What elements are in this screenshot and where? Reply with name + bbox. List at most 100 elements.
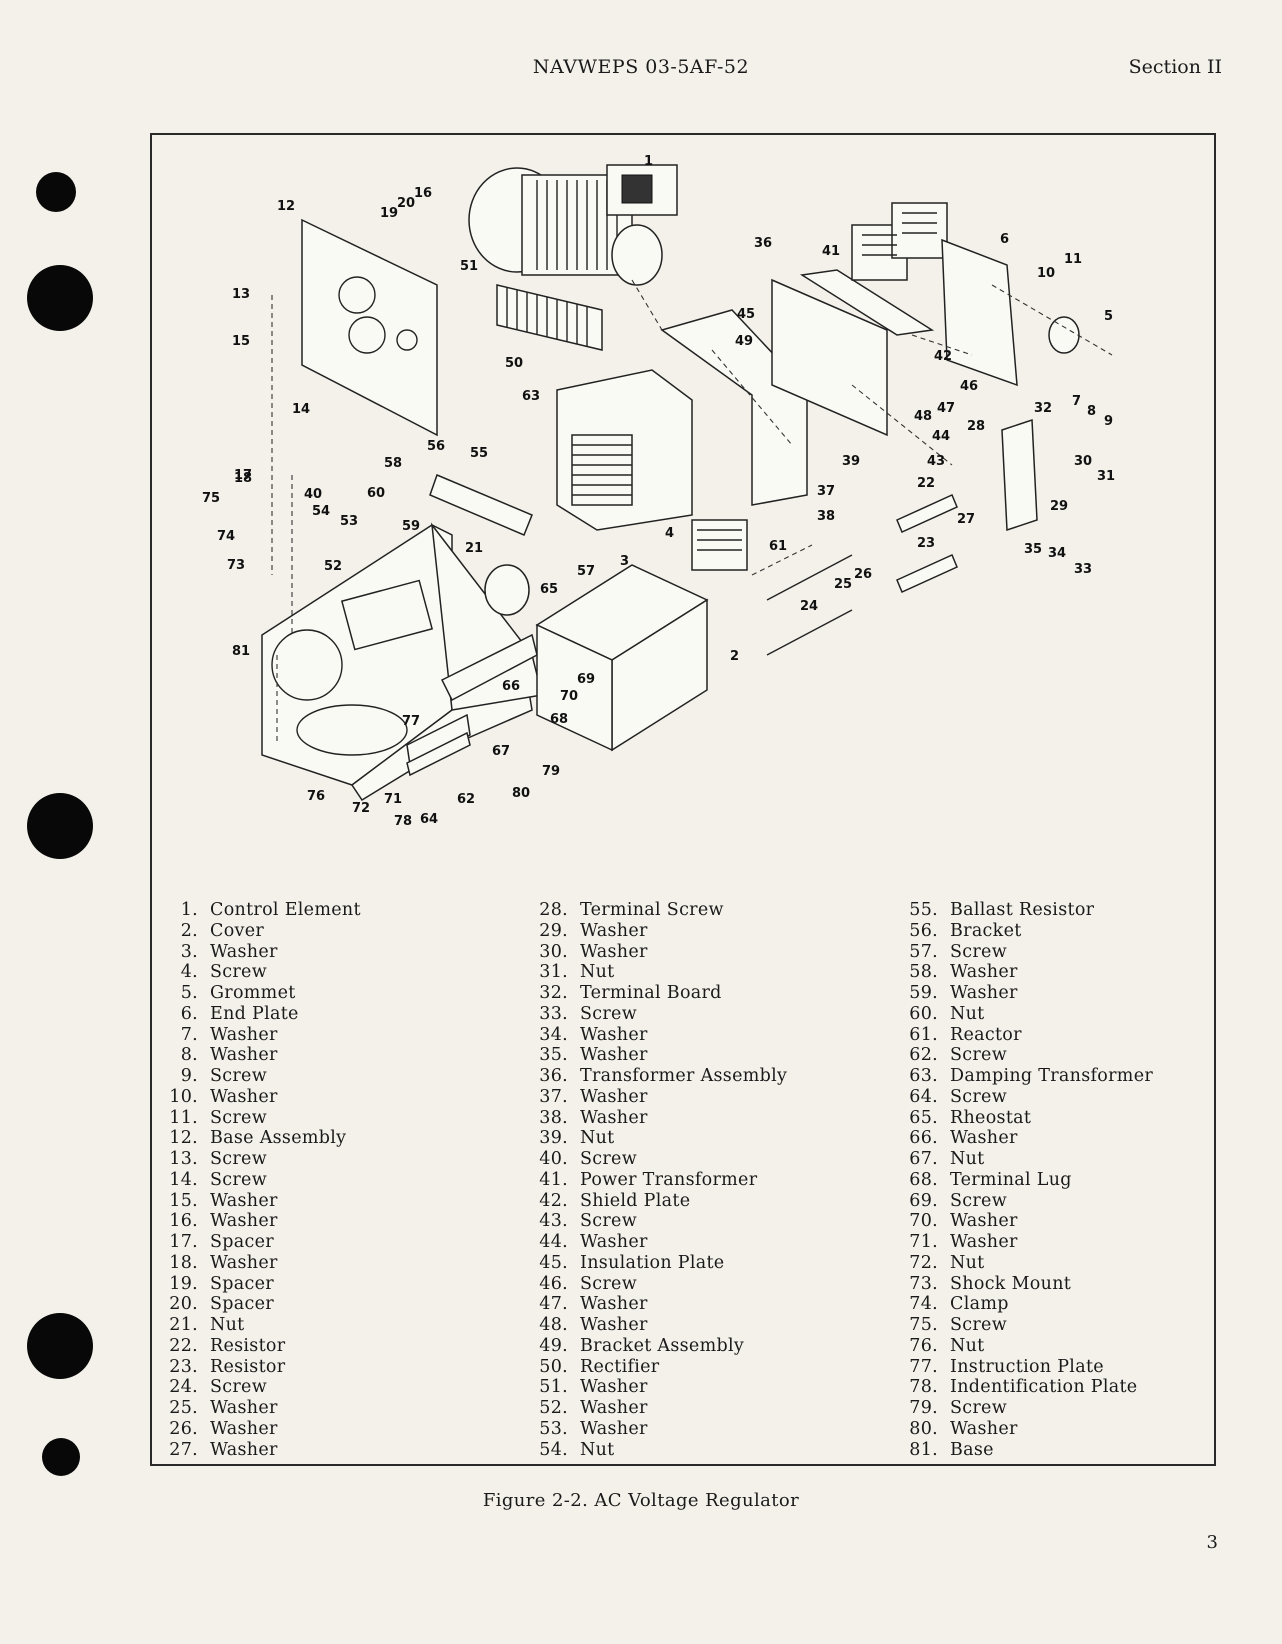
- callout: 4: [665, 526, 674, 541]
- callout: 55: [470, 446, 488, 461]
- part-name: Washer: [580, 1024, 648, 1045]
- part-item: 43. Screw: [526, 1211, 787, 1232]
- part-item: 48.Washer: [526, 1315, 787, 1336]
- callout: 11: [1064, 252, 1082, 267]
- base-assembly-plate: [301, 218, 438, 437]
- instruction-plates: [406, 713, 471, 777]
- part-item: 64.Screw: [896, 1087, 1153, 1108]
- part-name: Screw: [210, 1377, 267, 1398]
- part-item: 4.Screw: [156, 962, 361, 983]
- part-number: 5.: [180, 983, 198, 1003]
- part-name: Clamp: [950, 1294, 1009, 1315]
- part-item: 53.Washer: [526, 1419, 787, 1440]
- part-number: 19.: [169, 1273, 198, 1294]
- part-number: 4.: [180, 962, 198, 983]
- callout: 2: [730, 649, 739, 664]
- part-item: 73.Shock Mount: [896, 1274, 1153, 1295]
- callout: 68: [550, 712, 568, 727]
- terminal-board: [1001, 418, 1038, 532]
- part-name: Washer: [210, 1086, 278, 1107]
- callout: 42: [934, 349, 952, 364]
- callout: 27: [957, 512, 975, 527]
- part-item: 62.Screw: [896, 1045, 1153, 1066]
- assembly-lines: [271, 279, 1113, 745]
- part-number: 55.: [909, 900, 938, 920]
- part-number: 60.: [909, 1003, 938, 1024]
- part-name: Nut: [950, 1335, 985, 1356]
- part-item: 69.Screw: [896, 1191, 1153, 1212]
- part-number: 45.: [539, 1252, 568, 1273]
- callout: 57: [577, 564, 595, 579]
- callout: 63: [522, 389, 540, 404]
- part-number: 20.: [169, 1294, 198, 1315]
- callout: 26: [854, 567, 872, 582]
- callout: 69: [577, 672, 595, 687]
- part-number: 51.: [539, 1377, 568, 1398]
- callout: 60: [367, 486, 385, 501]
- part-name: Screw: [580, 1003, 637, 1024]
- callout: 3: [620, 554, 629, 569]
- part-number: 41.: [539, 1169, 568, 1190]
- callout: 33: [1074, 562, 1092, 577]
- part-name: Transformer Assembly: [580, 1066, 788, 1086]
- part-name: Washer: [210, 1024, 278, 1045]
- part-name: Rheostat: [950, 1107, 1032, 1128]
- part-number: 63.: [909, 1066, 938, 1086]
- callout: 12: [277, 199, 295, 214]
- callout: 51: [460, 259, 478, 274]
- callout: 79: [542, 764, 560, 779]
- callout: 70: [560, 689, 578, 704]
- part-name: Screw: [580, 1211, 637, 1232]
- figure-caption: Figure 2-2. AC Voltage Regulator: [482, 1490, 800, 1511]
- callout: 14: [292, 402, 310, 417]
- part-name: Screw: [210, 1169, 267, 1190]
- callout: 25: [834, 577, 852, 592]
- part-number: 33.: [539, 1003, 568, 1024]
- part-item: 38.Washer: [526, 1108, 787, 1129]
- part-item: 52.Washer: [526, 1398, 787, 1419]
- part-number: 52.: [539, 1398, 568, 1418]
- part-name: Nut: [950, 1003, 985, 1024]
- part-number: 56.: [909, 920, 938, 941]
- part-item: 25.Washer: [156, 1398, 361, 1419]
- part-name: Washer: [580, 1294, 648, 1315]
- part-item: 27.Washer: [156, 1440, 361, 1461]
- part-name: Washer: [950, 1232, 1018, 1252]
- callout: 21: [465, 541, 483, 556]
- document-id: NAVWEPS 03-5AF-52: [532, 56, 750, 78]
- callout: 22: [917, 476, 935, 491]
- part-item: 55.Ballast Resistor: [896, 900, 1153, 921]
- part-name: Washer: [950, 962, 1018, 983]
- part-item: 46.Screw: [526, 1274, 787, 1295]
- part-item: 72.Nut: [896, 1253, 1153, 1274]
- part-item: 21.Nut: [156, 1315, 361, 1336]
- part-number: 38.: [539, 1107, 568, 1128]
- part-item: 17.Spacer: [156, 1232, 361, 1253]
- part-number: 16.: [169, 1211, 198, 1232]
- callout: 52: [324, 559, 342, 574]
- callout: 48: [914, 409, 932, 424]
- part-item: 59.Washer: [896, 983, 1153, 1004]
- part-item: 14.Screw: [156, 1170, 361, 1191]
- callout: 29: [1050, 499, 1068, 514]
- part-number: 25.: [169, 1398, 198, 1418]
- part-number: 71.: [909, 1232, 938, 1252]
- callout: 45: [737, 307, 755, 322]
- part-name: Washer: [580, 920, 648, 941]
- part-number: 43.: [539, 1211, 568, 1232]
- part-number: 39.: [539, 1128, 568, 1149]
- callout: 64: [420, 812, 438, 827]
- part-number: 68.: [909, 1169, 938, 1190]
- part-item: 76.Nut: [896, 1336, 1153, 1357]
- part-number: 66.: [909, 1128, 938, 1149]
- part-number: 11.: [169, 1107, 198, 1128]
- callout: 50: [505, 356, 523, 371]
- part-name: Resistor: [210, 1335, 286, 1356]
- section-label: Section II: [1128, 56, 1222, 78]
- callout: 77: [402, 714, 420, 729]
- part-name: Base Assembly: [210, 1128, 347, 1149]
- part-number: 50.: [539, 1356, 568, 1377]
- part-name: Washer: [210, 1045, 278, 1066]
- exploded-view-drawing: 1 2 3 4 5 6 7 8 9 10 11 12 13 14 15 16 1…: [202, 154, 1115, 829]
